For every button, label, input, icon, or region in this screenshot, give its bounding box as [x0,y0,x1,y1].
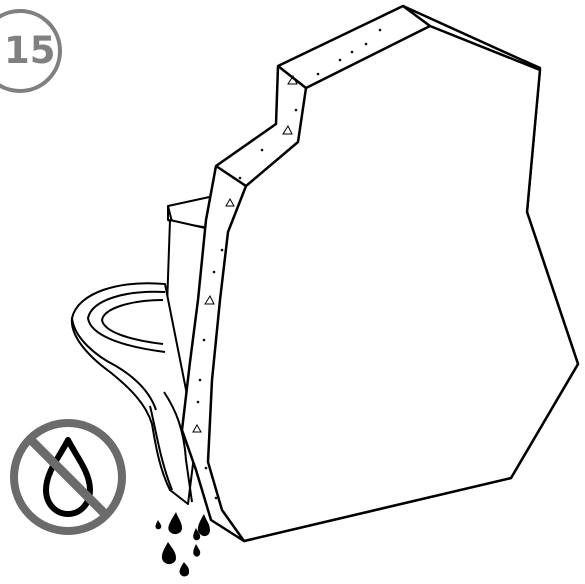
prohibition-slash [26,435,110,519]
insulation-texture [192,28,382,500]
toilet-bowl [70,282,197,505]
water-drops-icon [155,512,210,577]
wall-front-face [206,24,580,543]
step-badge: 15 [0,9,62,93]
water-drop-icon [43,437,93,517]
wall-panel [180,4,580,543]
no-water-icon [10,419,126,535]
